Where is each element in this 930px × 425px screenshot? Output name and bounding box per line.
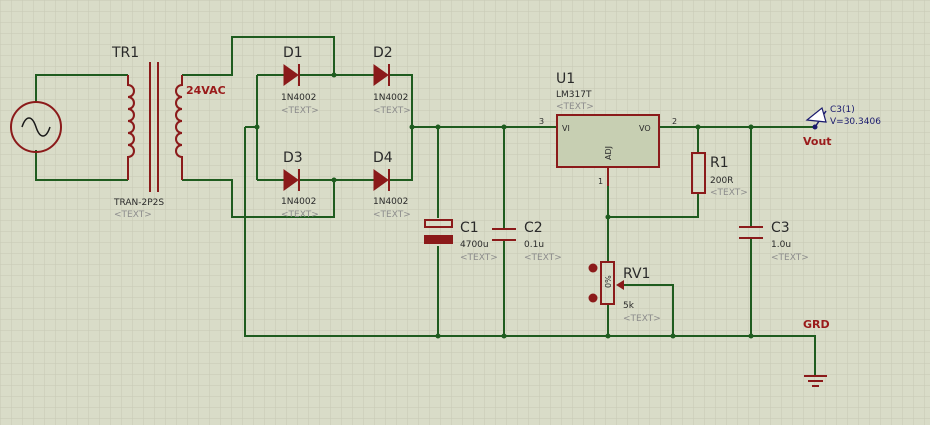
diode-d2-tag: <TEXT>	[373, 106, 411, 116]
regulator-value: LM317T	[556, 90, 592, 100]
pot-decrement-button[interactable]	[588, 293, 598, 303]
diode-d2[interactable]: D2 1N4002 <TEXT>	[373, 45, 411, 116]
regulator-pin-vi: VI	[562, 124, 570, 133]
regulator-pin-vo: VO	[639, 124, 651, 133]
pot-increment-button[interactable]	[588, 263, 598, 273]
capacitor-c1-value: 4700u	[460, 240, 489, 250]
diode-d1-value: 1N4002	[281, 93, 316, 103]
capacitor-c2[interactable]: C2 0.1u <TEXT>	[492, 220, 562, 263]
regulator-tag: <TEXT>	[556, 102, 594, 112]
regulator-pin-num-vi: 3	[539, 117, 544, 126]
regulator-pin-num-vo: 2	[672, 117, 677, 126]
diode-d2-value: 1N4002	[373, 93, 408, 103]
regulator-pin-num-adj: 1	[598, 177, 603, 186]
potentiometer-rv1[interactable]: 0% RV1 5k <TEXT>	[600, 261, 661, 324]
resistor-ref: R1	[710, 155, 729, 171]
diode-d4-ref: D4	[373, 150, 393, 166]
diode-d4-value: 1N4002	[373, 197, 408, 207]
transformer-tag: <TEXT>	[114, 210, 152, 220]
transformer-ref: TR1	[111, 45, 139, 61]
junctions	[254, 72, 754, 339]
diode-d2-ref: D2	[373, 45, 393, 61]
capacitor-c1[interactable]: C1 4700u <TEXT>	[424, 219, 498, 263]
diode-d3[interactable]: D3 1N4002 <TEXT>	[281, 150, 319, 220]
capacitor-c2-value: 0.1u	[524, 240, 544, 250]
transformer-tr1[interactable]: TR1 24VAC TRAN-2P2S <TEXT>	[111, 45, 226, 220]
diode-d1-ref: D1	[283, 45, 303, 61]
resistor-tag: <TEXT>	[710, 188, 748, 198]
transformer-value: TRAN-2P2S	[113, 198, 164, 208]
potentiometer-ref: RV1	[623, 266, 650, 282]
capacitor-c2-tag: <TEXT>	[524, 253, 562, 263]
diode-d4[interactable]: D4 1N4002 <TEXT>	[373, 150, 411, 220]
capacitor-c3-value: 1.0u	[771, 240, 791, 250]
probe-reading: V=30.3406	[830, 117, 881, 127]
diode-d3-value: 1N4002	[281, 197, 316, 207]
probe-name: C3(1)	[830, 105, 855, 115]
resistor-r1[interactable]: R1 200R <TEXT>	[691, 152, 748, 198]
potentiometer-value: 5k	[623, 301, 635, 311]
diode-d4-tag: <TEXT>	[373, 210, 411, 220]
regulator-pin-adj: ADJ	[604, 146, 613, 160]
net-label-grd[interactable]: GRD	[803, 318, 830, 331]
diode-d3-tag: <TEXT>	[281, 210, 319, 220]
potentiometer-body-text: 0%	[604, 275, 613, 288]
ac-source-icon[interactable]	[10, 101, 62, 153]
capacitor-c2-ref: C2	[524, 220, 543, 236]
capacitor-c1-ref: C1	[460, 220, 479, 236]
capacitor-c3-ref: C3	[771, 220, 790, 236]
capacitor-c3[interactable]: C3 1.0u <TEXT>	[739, 220, 809, 263]
voltage-probe[interactable]: C3(1) V=30.3406	[805, 105, 881, 130]
ground-icon	[804, 375, 827, 387]
capacitor-c1-tag: <TEXT>	[460, 253, 498, 263]
resistor-value: 200R	[710, 176, 733, 186]
regulator-u1[interactable]: U1 LM317T <TEXT> VI VO ADJ 3 2 1	[539, 71, 677, 186]
diode-d3-ref: D3	[283, 150, 303, 166]
transformer-secondary-label: 24VAC	[186, 84, 226, 97]
diode-d1[interactable]: D1 1N4002 <TEXT>	[281, 45, 319, 116]
net-label-vout[interactable]: Vout	[803, 135, 832, 148]
capacitor-c3-tag: <TEXT>	[771, 253, 809, 263]
regulator-ref: U1	[556, 71, 575, 87]
potentiometer-tag: <TEXT>	[623, 314, 661, 324]
diode-d1-tag: <TEXT>	[281, 106, 319, 116]
